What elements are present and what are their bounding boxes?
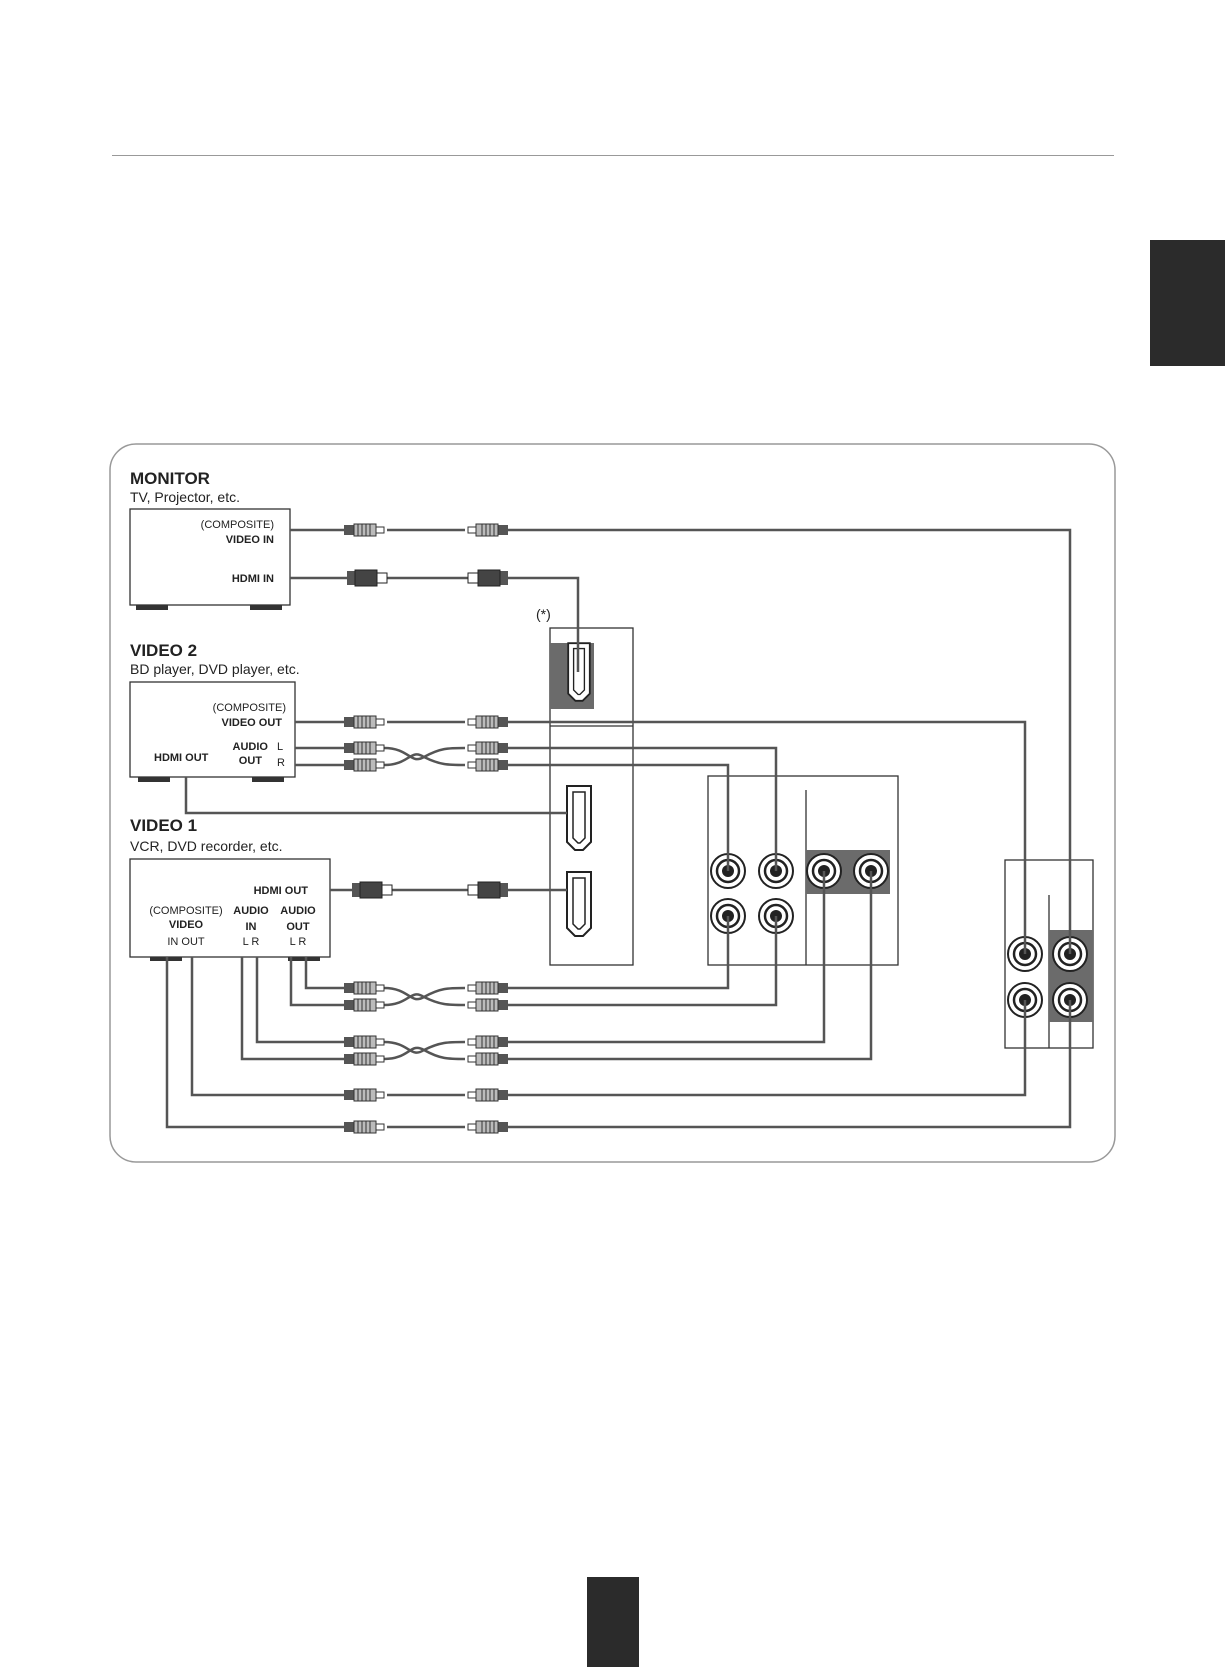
- video1-audio-out-label: AUDIO: [280, 905, 316, 917]
- video2-subtitle: BD player, DVD player, etc.: [130, 661, 300, 677]
- video1-audio-in-label: AUDIO: [233, 905, 269, 917]
- video2-video-out-label: VIDEO OUT: [221, 717, 282, 729]
- monitor-foot-left: [136, 605, 168, 610]
- monitor-foot-right: [250, 605, 282, 610]
- video1-foot-right: [288, 957, 320, 961]
- video2-device: VIDEO 2 BD player, DVD player, etc. (COM…: [130, 641, 300, 782]
- video1-composite-label: (COMPOSITE): [149, 905, 222, 917]
- hdmi-panel: (*): [536, 606, 633, 965]
- monitor-composite-label: (COMPOSITE): [201, 519, 274, 531]
- audio-panel: [708, 776, 898, 965]
- video2-composite-label: (COMPOSITE): [213, 702, 286, 714]
- video2-hdmi-out-label: HDMI OUT: [154, 752, 209, 764]
- video-panel: [1005, 860, 1093, 1048]
- monitor-video-in-label: VIDEO IN: [226, 534, 274, 546]
- note-marker: (*): [536, 606, 551, 622]
- video2-l-label: L: [277, 741, 283, 753]
- video2-r-label: R: [277, 757, 285, 769]
- video1-device: VIDEO 1 VCR, DVD recorder, etc. HDMI OUT…: [130, 816, 330, 961]
- video2-foot-right: [252, 777, 284, 782]
- video1-subtitle: VCR, DVD recorder, etc.: [130, 838, 283, 854]
- hdmi-video1-in-port: [567, 872, 591, 936]
- monitor-subtitle: TV, Projector, etc.: [130, 489, 240, 505]
- video2-audio-label: AUDIO: [233, 741, 269, 753]
- monitor-title: MONITOR: [130, 469, 210, 488]
- video1-lr-out-label: L R: [290, 936, 307, 948]
- video2-out-label: OUT: [239, 755, 263, 767]
- monitor-hdmi-in-label: HDMI IN: [232, 573, 274, 585]
- video2-title: VIDEO 2: [130, 641, 197, 660]
- hdmi-video2-in-port: [567, 786, 591, 850]
- video1-in-label: IN: [246, 921, 257, 933]
- video1-hdmi-out-label: HDMI OUT: [254, 885, 309, 897]
- video2-foot-left: [138, 777, 170, 782]
- video1-out-label: OUT: [286, 921, 310, 933]
- video1-video-label: VIDEO: [169, 919, 204, 931]
- video1-lr-in-label: L R: [243, 936, 260, 948]
- video1-in-out-label: IN OUT: [167, 936, 205, 948]
- video1-title: VIDEO 1: [130, 816, 197, 835]
- monitor-device: MONITOR TV, Projector, etc. (COMPOSITE) …: [130, 469, 290, 610]
